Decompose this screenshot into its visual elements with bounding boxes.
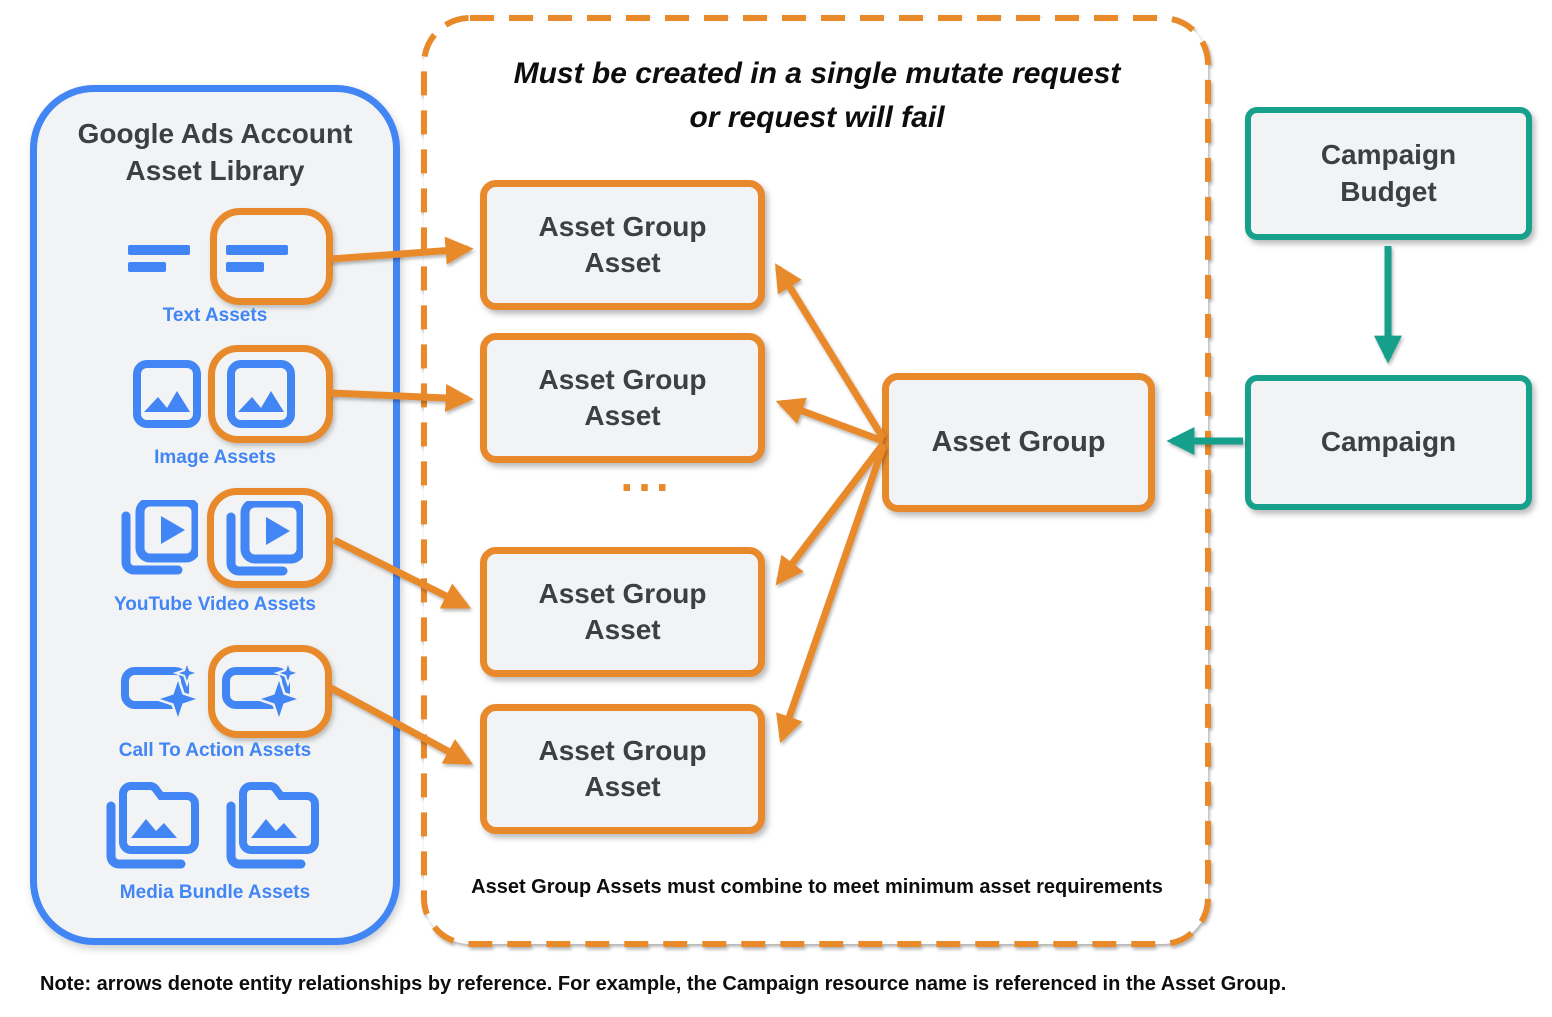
media-bundle-asset-icon	[221, 780, 321, 872]
mutate-request-title: Must be created in a single mutate reque…	[513, 57, 1121, 135]
mutate-requirements-caption: Asset Group Assets must combine to meet …	[471, 876, 1163, 898]
youtube-video-asset-highlight	[207, 488, 333, 588]
arrow-asset-group-to-asset-1	[775, 263, 886, 440]
youtube-video-assets-label: YouTube Video Assets	[113, 594, 316, 615]
text-asset-highlight	[210, 208, 333, 305]
arrow-asset-group-to-asset-4	[776, 445, 887, 744]
asset-group-asset-box-2: Asset Group Asset	[480, 333, 765, 463]
asset-group-box: Asset Group	[882, 373, 1155, 512]
media-bundle-assets-label: Media Bundle Assets	[119, 882, 311, 903]
call-to-action-asset-icon	[121, 658, 204, 725]
call-to-action-asset-highlight	[208, 645, 332, 738]
arrow-asset-group-to-asset-2	[775, 397, 885, 445]
image-asset-icon	[227, 360, 295, 428]
text-asset-icon	[128, 242, 200, 276]
reference-note: Note: arrows denote entity relationships…	[40, 973, 1287, 995]
image-assets-label: Image Assets	[154, 447, 276, 468]
campaign-budget-box: Campaign Budget	[1245, 107, 1532, 240]
call-to-action-asset-icon	[222, 658, 305, 725]
image-asset-icon	[133, 360, 201, 428]
media-bundle-asset-icon	[101, 780, 201, 872]
asset-group-asset-box-1: Asset Group Asset	[480, 180, 765, 310]
call-to-action-assets-label: Call To Action Assets	[118, 740, 312, 761]
image-asset-highlight	[208, 345, 333, 443]
asset-library-title: Google Ads Account Asset Library	[77, 118, 353, 186]
youtube-video-asset-icon	[221, 498, 306, 581]
asset-group-asset-box-3: Asset Group Asset	[480, 547, 765, 677]
more-assets-ellipsis: ...	[620, 449, 674, 501]
asset-group-asset-box-4: Asset Group Asset	[480, 704, 765, 834]
arrow-asset-group-to-asset-3	[775, 441, 886, 586]
text-assets-label: Text Assets	[162, 305, 268, 326]
text-asset-icon	[226, 242, 298, 276]
youtube-video-asset-icon	[116, 497, 201, 580]
campaign-box: Campaign	[1245, 375, 1532, 510]
